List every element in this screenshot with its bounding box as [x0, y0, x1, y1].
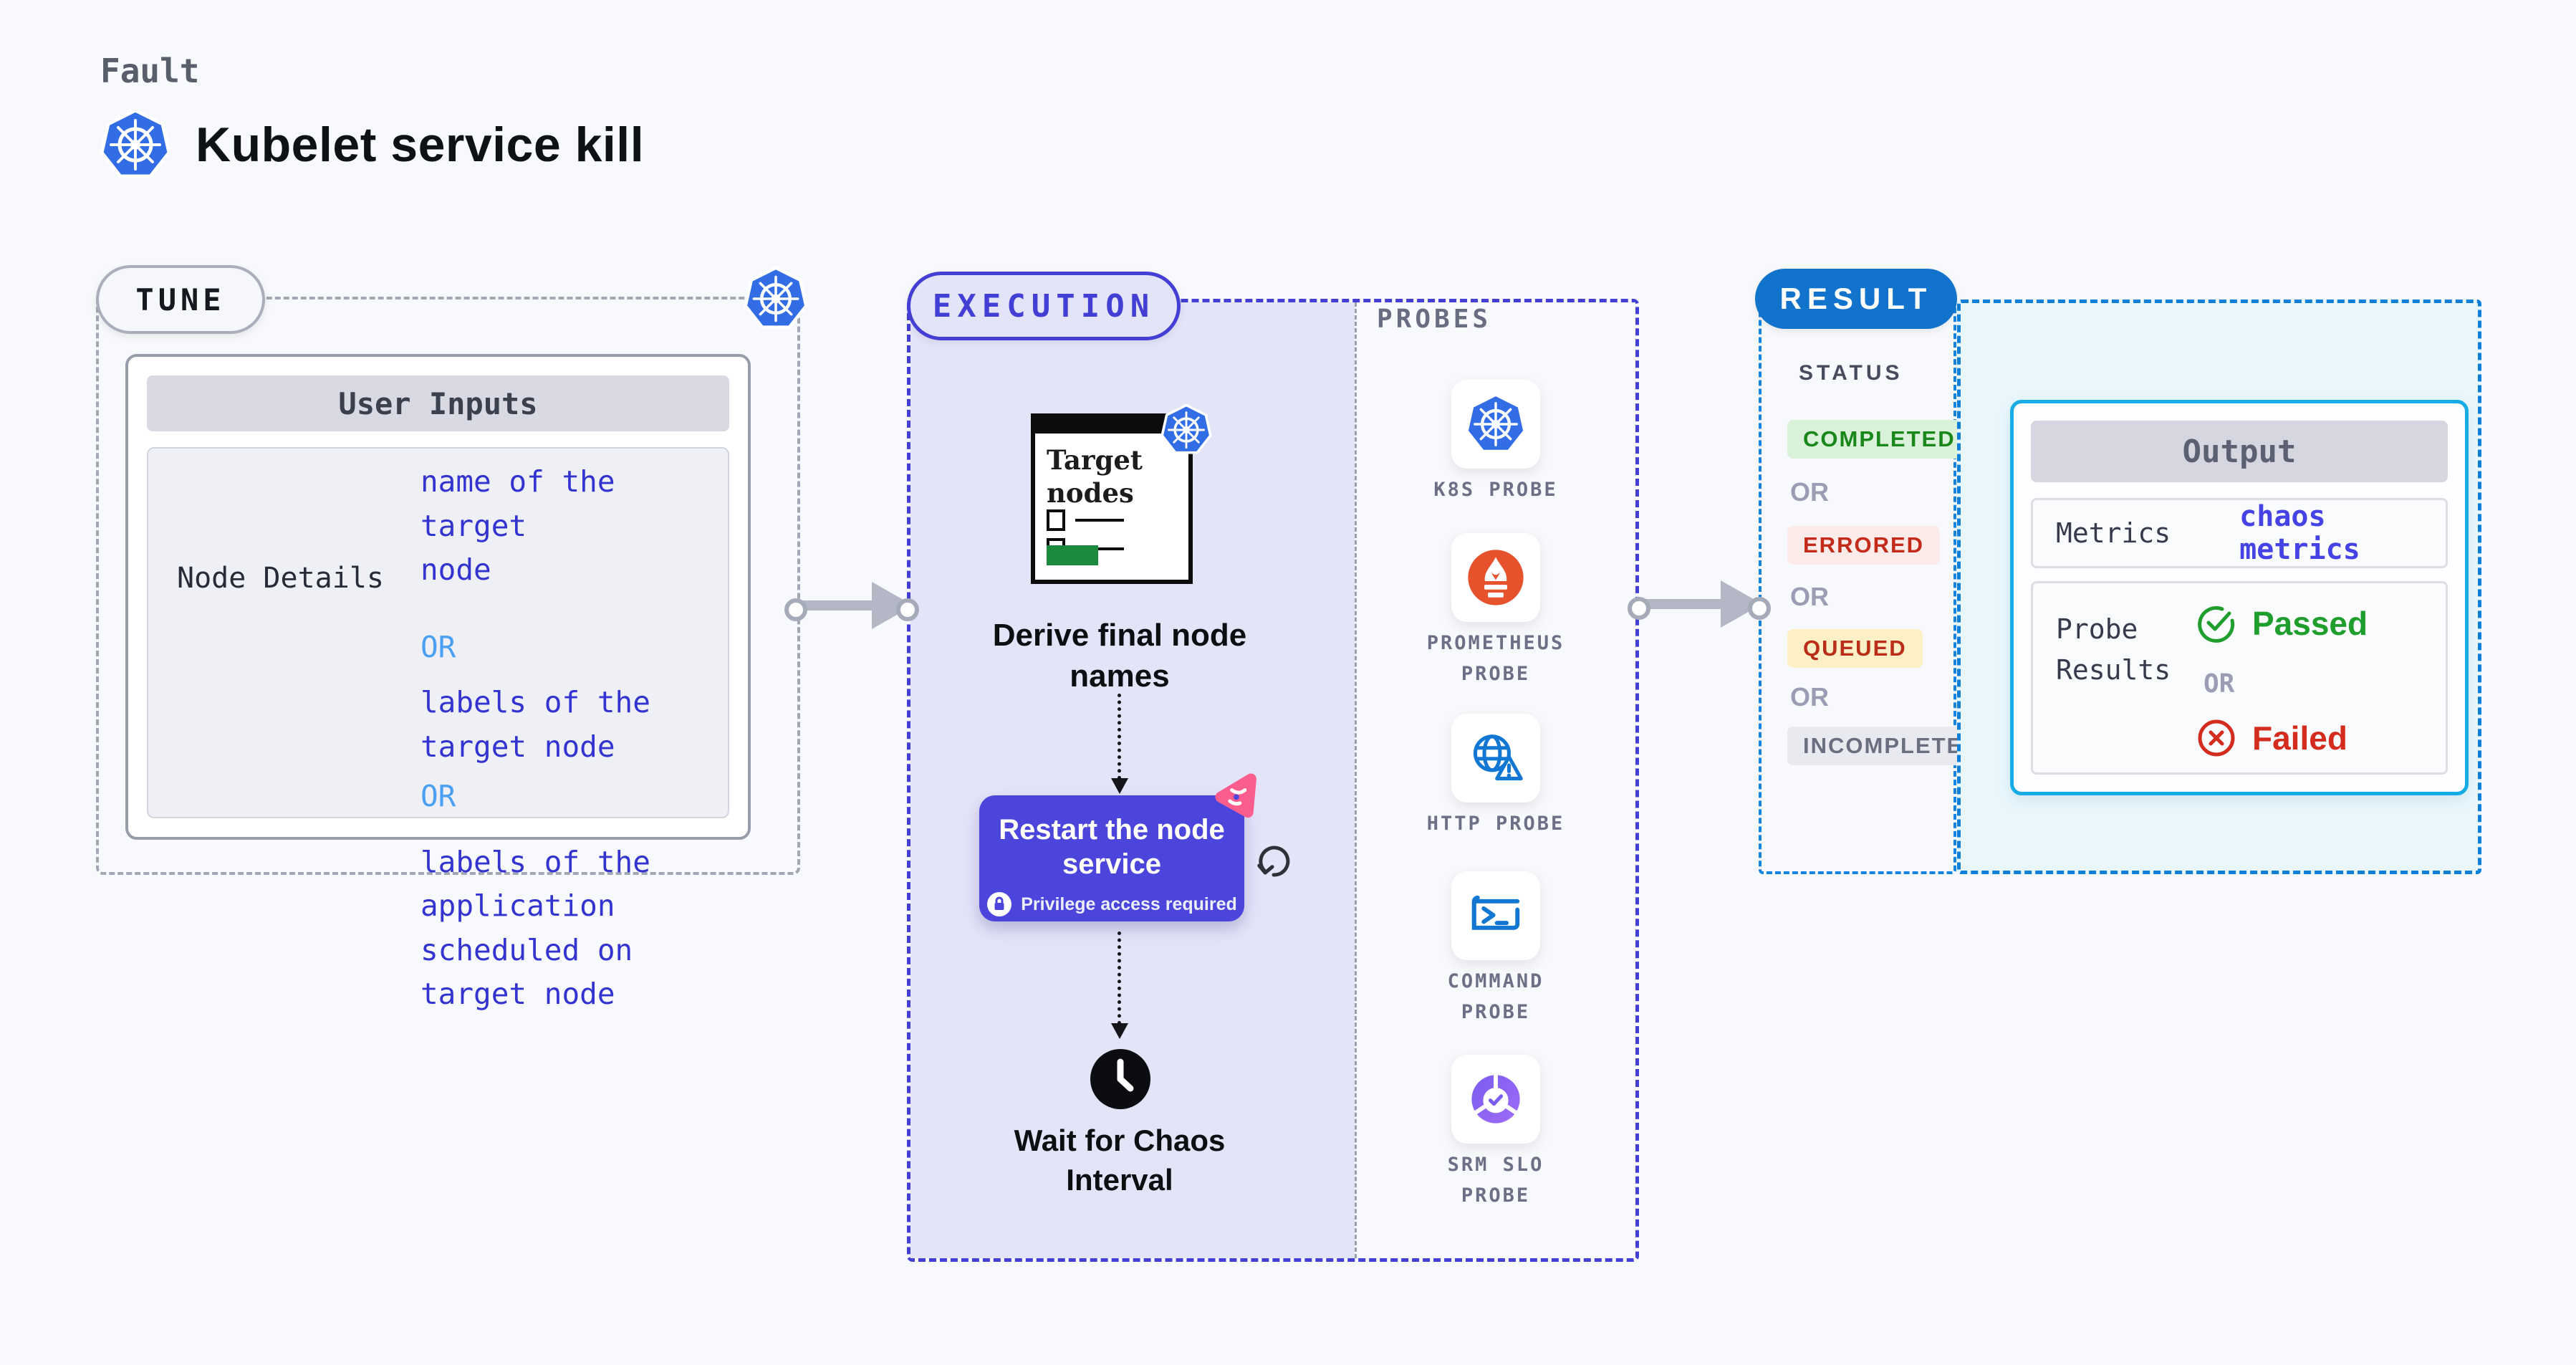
kubernetes-icon [1465, 393, 1527, 455]
flow-dotted-connector [1118, 931, 1121, 1025]
page-title: Kubelet service kill [196, 118, 645, 172]
or-separator: OR [2203, 669, 2235, 699]
page-title-row: Kubelet service kill [100, 109, 644, 181]
step-derive-node-names: Derive final node names [992, 618, 1247, 694]
connector-dot [1628, 597, 1650, 620]
node-details-row: Node Details name of the target node OR … [147, 447, 729, 1011]
terminal-icon [1471, 895, 1520, 930]
result-output-box: Output Metrics chaos metrics Probe Resul… [1957, 300, 2481, 874]
clock-icon [1090, 1049, 1150, 1109]
connector-dot [784, 598, 807, 621]
probe-card-command [1451, 871, 1540, 960]
http-globe-warning-icon [1473, 734, 1523, 781]
passed-label: Passed [2252, 605, 2368, 642]
metrics-value: chaos metrics [2239, 500, 2360, 566]
value-target-node-name: name of the target node [420, 464, 615, 587]
node-details-values: name of the target node OR labels of the… [420, 449, 728, 1011]
result-status-box: STATUS COMPLETED OR ERRORED OR QUEUED OR… [1759, 300, 1996, 874]
node-details-label: Node Details [177, 562, 384, 595]
step-wait-chaos-interval: Wait for Chaos Interval [1014, 1124, 1226, 1197]
lock-icon [987, 892, 1012, 916]
probe-label: PROMETHEUS PROBE [1426, 632, 1565, 686]
status-badge-queued: QUEUED [1787, 629, 1923, 668]
failed-label: Failed [2252, 719, 2347, 757]
arrow-tune-to-execution [784, 582, 928, 629]
result-badge: RESULT [1755, 269, 1957, 329]
tune-section-box [96, 297, 800, 875]
status-title: STATUS [1799, 361, 1903, 385]
execution-badge: EXECUTION [907, 272, 1181, 340]
connector-dot [896, 598, 919, 621]
status-badge-completed: COMPLETED [1787, 420, 1971, 459]
user-inputs-title: User Inputs [147, 375, 729, 431]
x-circle-icon [2198, 719, 2235, 757]
status-badge-errored: ERRORED [1787, 526, 1941, 565]
or-separator: OR [1790, 477, 1829, 507]
value-target-node-labels: labels of the target node [420, 685, 650, 764]
probe-card-srm-slo [1451, 1055, 1540, 1144]
checkbox-row [1047, 509, 1124, 531]
prometheus-icon [1468, 550, 1524, 605]
user-inputs-panel: User Inputs Node Details name of the tar… [125, 354, 751, 1011]
probe-label: SRM SLO PROBE [1447, 1154, 1544, 1207]
or-separator: OR [1790, 582, 1829, 611]
target-nodes-text: Target nodes [1047, 444, 1143, 509]
output-title: Output [2031, 421, 2448, 482]
probe-results-row: Probe Results Passed OR Failed [2031, 581, 2448, 775]
output-panel: Output Metrics chaos metrics Probe Resul… [2010, 400, 2469, 795]
probe-failed: Failed [2196, 718, 2347, 758]
arrowhead-down-icon [1111, 778, 1128, 794]
probe-label: K8S PROBE [1433, 479, 1558, 501]
metrics-row: Metrics chaos metrics [2031, 498, 2448, 568]
privilege-note-text: Privilege access required [1021, 894, 1237, 914]
kubernetes-icon [100, 109, 171, 181]
probe-label: COMMAND PROBE [1447, 970, 1544, 1024]
kubernetes-icon [744, 267, 808, 331]
flow-dotted-connector [1118, 694, 1121, 780]
metrics-label: Metrics [2056, 517, 2171, 549]
probe-results-label: Probe Results [2056, 613, 2171, 686]
retry-loop-icon [1257, 846, 1290, 877]
arrow-execution-to-result [1628, 580, 1778, 628]
green-progress-bar [1047, 545, 1098, 565]
or-separator: OR [420, 779, 456, 813]
privilege-note: Privilege access required [979, 891, 1244, 917]
probes-title: PROBES [1377, 305, 1492, 334]
or-separator: OR [420, 629, 456, 664]
arrowhead-down-icon [1111, 1023, 1128, 1039]
document-titlebar [1035, 418, 1188, 434]
probe-card-prometheus [1451, 533, 1540, 622]
fault-kind-label: Fault [100, 52, 200, 90]
chaos-litmus-icon [1215, 773, 1256, 818]
restart-step-label: Restart the node service [999, 814, 1225, 880]
probe-card-http [1451, 714, 1540, 803]
connector-dot [1748, 597, 1771, 620]
probe-card-k8s [1451, 380, 1540, 469]
step-restart-node-service: Restart the node service Privilege acces… [979, 795, 1244, 921]
check-circle-icon [2198, 605, 2235, 643]
probe-label: HTTP PROBE [1426, 813, 1565, 835]
kubernetes-icon [1160, 404, 1212, 454]
or-separator: OR [1790, 682, 1829, 712]
value-app-labels: labels of the application scheduled on t… [420, 844, 650, 1012]
tune-badge: TUNE [96, 265, 265, 334]
srm-slo-pie-icon [1471, 1073, 1520, 1124]
probe-passed: Passed [2196, 603, 2368, 643]
